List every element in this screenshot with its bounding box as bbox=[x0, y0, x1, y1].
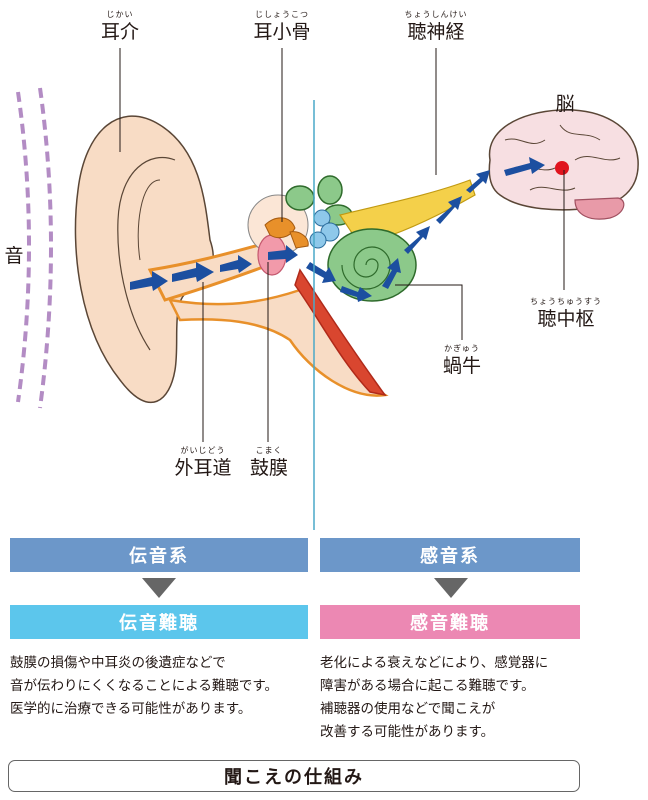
cochlea-ruby: かぎゅう bbox=[444, 344, 480, 353]
pinna-ruby: じかい bbox=[106, 10, 134, 19]
brain-name: 脳 bbox=[555, 93, 575, 115]
down-arrow-icon bbox=[434, 578, 468, 598]
ossicles-name: 耳小骨 bbox=[253, 21, 311, 43]
auditory-nerve-ruby: ちょうしんけい bbox=[404, 10, 468, 19]
pinna-shape bbox=[74, 115, 214, 403]
description-line: 補聴器の使用などで聞こえが bbox=[320, 701, 496, 717]
conductive-system-bar: 伝音系 bbox=[10, 538, 308, 572]
auditory-center-name: 聴中枢 bbox=[537, 308, 595, 330]
cochlea-label: かぎゅう 蝸牛 bbox=[432, 344, 492, 378]
pinna-name: 耳介 bbox=[100, 21, 139, 43]
description-line: 音が伝わりにくくなることによる難聴です。 bbox=[10, 678, 278, 694]
sound-name: 音 bbox=[4, 245, 24, 267]
ossicles-label: じしょうこつ 耳小骨 bbox=[248, 10, 316, 44]
ear-anatomy-diagram bbox=[16, 48, 639, 530]
conductive-hearing-loss-bar: 伝音難聴 bbox=[10, 605, 308, 639]
ear-canal-ruby: がいじどう bbox=[180, 446, 226, 455]
brain-label: 脳 bbox=[545, 92, 585, 116]
description-line: 鼓膜の損傷や中耳炎の後遺症などで bbox=[10, 655, 226, 671]
auditory-nerve-name: 聴神経 bbox=[407, 21, 465, 43]
eardrum-ruby: こまく bbox=[255, 446, 283, 455]
description-line: 医学的に治療できる可能性があります。 bbox=[10, 701, 252, 717]
sensorineural-description: 老化による衰えなどにより、感覚器に 障害がある場合に起こる難聴です。 補聴器の使… bbox=[320, 652, 590, 744]
sound-path-arrows bbox=[130, 157, 545, 302]
description-line: 老化による衰えなどにより、感覚器に bbox=[320, 655, 549, 671]
pinna-label: じかい 耳介 bbox=[96, 10, 144, 44]
ossicles-ruby: じしょうこつ bbox=[255, 10, 309, 19]
cochlea-name: 蝸牛 bbox=[442, 355, 481, 377]
description-line: 改善する可能性があります。 bbox=[320, 724, 495, 740]
sensorineural-hearing-loss-bar: 感音難聴 bbox=[320, 605, 580, 639]
ear-canal-name: 外耳道 bbox=[174, 457, 232, 479]
leader-lines bbox=[119, 48, 565, 442]
eardrum-label: こまく 鼓膜 bbox=[246, 446, 292, 480]
auditory-nerve-label: ちょうしんけい 聴神経 bbox=[400, 10, 472, 44]
bone-shape bbox=[167, 288, 389, 397]
auditory-center-ruby: ちょうちゅうすう bbox=[530, 297, 602, 306]
cochlea-shape bbox=[327, 228, 417, 302]
caption-title: 聞こえの仕組み bbox=[224, 767, 364, 788]
description-line: 障害がある場合に起こる難聴です。 bbox=[320, 678, 535, 694]
down-arrow-icon bbox=[142, 578, 176, 598]
conductive-description: 鼓膜の損傷や中耳炎の後遺症などで 音が伝わりにくくなることによる難聴です。 医学… bbox=[10, 652, 310, 721]
ossicles-shape bbox=[264, 217, 309, 249]
caption-box: 聞こえの仕組み bbox=[8, 760, 580, 792]
sensorineural-system-bar: 感音系 bbox=[320, 538, 580, 572]
sound-wave-icon bbox=[16, 87, 53, 409]
sound-label: 音 bbox=[2, 244, 26, 268]
auditory-center-label: ちょうちゅうすう 聴中枢 bbox=[520, 297, 612, 331]
eardrum-name: 鼓膜 bbox=[249, 457, 288, 479]
brain-shape bbox=[488, 109, 639, 220]
ear-canal-label: がいじどう 外耳道 bbox=[170, 446, 236, 480]
